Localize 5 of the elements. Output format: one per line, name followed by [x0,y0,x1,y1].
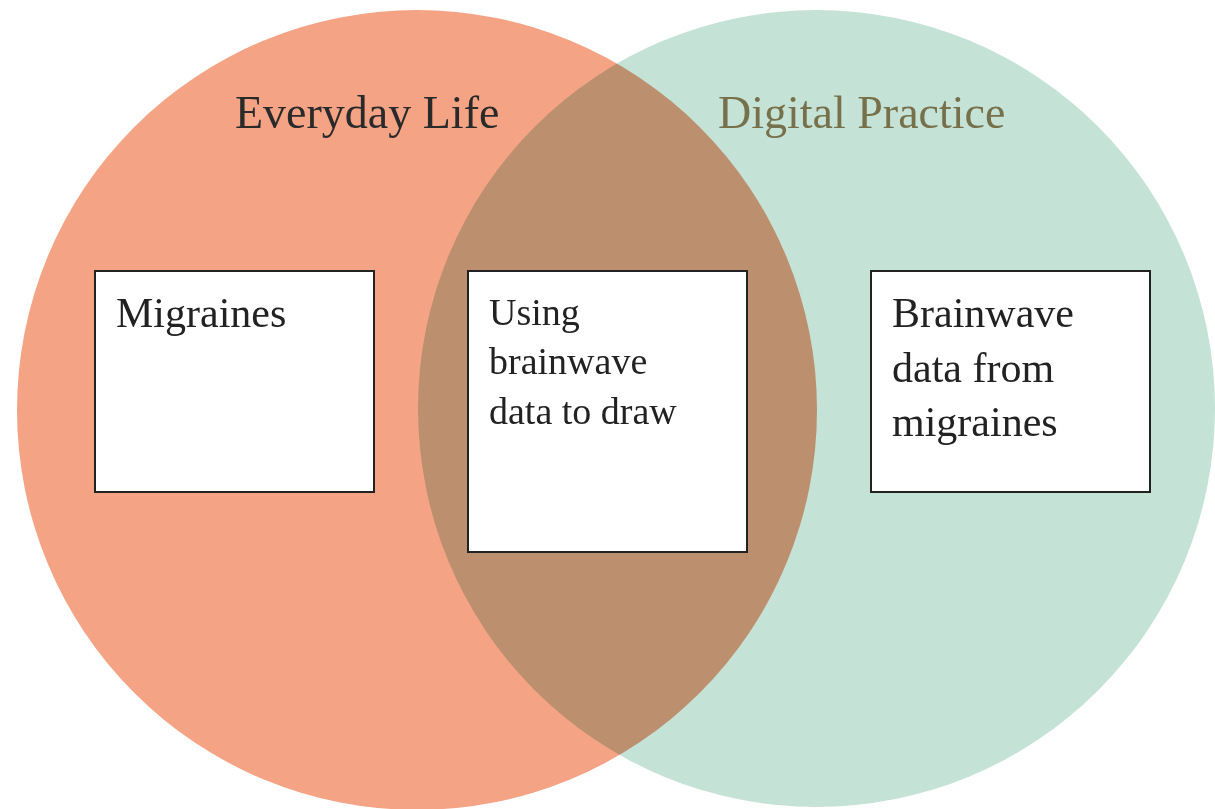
text-box: Using brainwave data to draw [467,270,748,553]
circle-heading: Digital Practice [718,90,1006,136]
text-box: Brainwave data from migraines [870,270,1151,493]
circle-heading: Everyday Life [235,90,500,136]
text-box: Migraines [94,270,375,493]
